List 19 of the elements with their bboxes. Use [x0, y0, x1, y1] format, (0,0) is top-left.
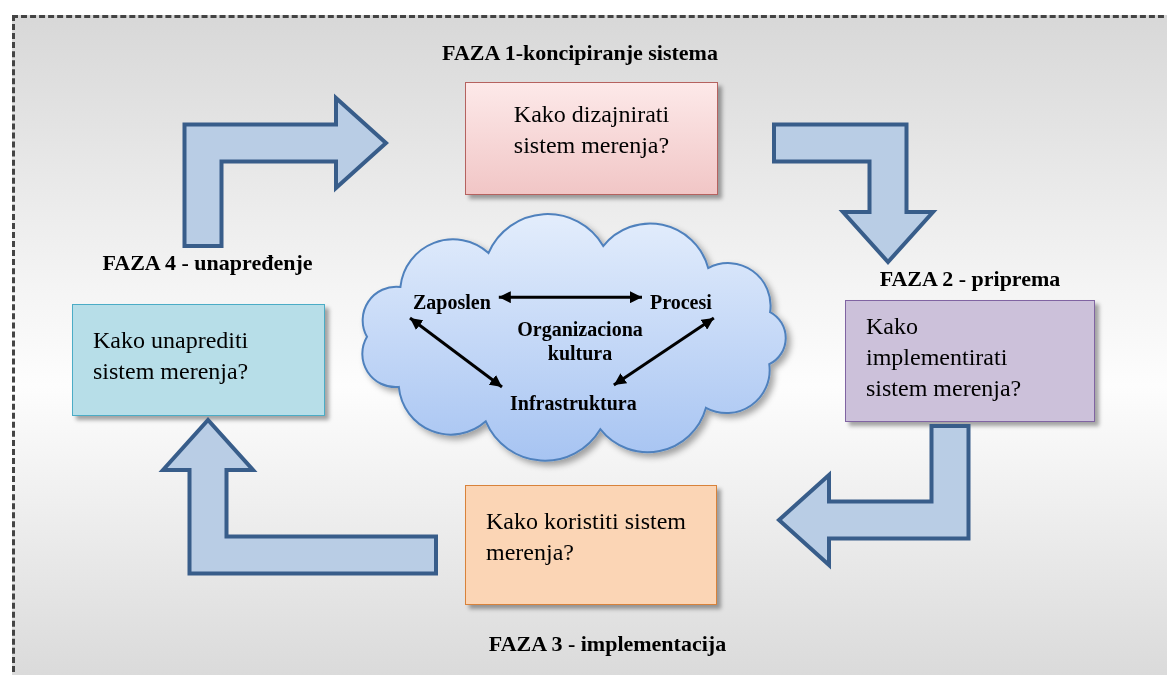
block-arrow	[772, 122, 938, 265]
phase-heading: FAZA 1-koncipiranje sistema	[441, 40, 719, 66]
block-arrow	[776, 424, 971, 570]
factor-label: Zaposlen	[413, 290, 491, 314]
block-arrow	[182, 93, 389, 248]
phase-heading: FAZA 4 - unapređenje	[101, 250, 314, 276]
double-arrow	[409, 316, 503, 389]
double-arrow	[498, 291, 642, 304]
double-arrow	[613, 316, 715, 387]
question-box: Kako dizajnirati sistem merenja?	[465, 82, 718, 195]
factor-label: Organizaciona kultura	[505, 317, 655, 365]
question-box: Kako unaprediti sistem merenja?	[72, 304, 325, 416]
phase-heading: FAZA 2 - priprema	[878, 266, 1062, 292]
question-box: Kako implementirati sistem merenja?	[845, 300, 1095, 422]
factor-label: Procesi	[650, 290, 712, 314]
question-box: Kako koristiti sistem merenja?	[465, 485, 717, 605]
block-arrow	[158, 417, 438, 576]
factor-label: Infrastruktura	[510, 391, 637, 415]
phase-heading: FAZA 3 - implementacija	[487, 631, 728, 657]
